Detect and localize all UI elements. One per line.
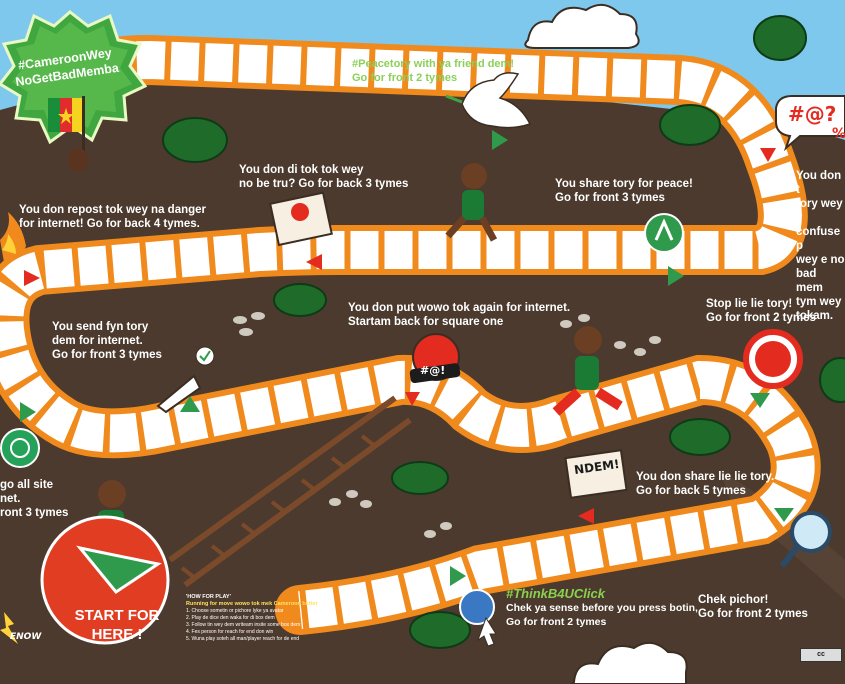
angry-face-text: #@! — [420, 364, 446, 377]
megaphone-icon — [156, 346, 215, 414]
symbols-bubble-text: #@? — [788, 102, 837, 126]
runner-character-icon — [552, 326, 623, 416]
ladder-icon — [168, 395, 412, 588]
peace-hands-icon — [644, 213, 684, 253]
dove-icon — [445, 72, 532, 129]
thumbs-up-icon — [459, 589, 497, 647]
how-to-step: 2. Play de dice den waka for di box dem — [186, 615, 275, 621]
square-share-peace: You share tory for peace!Go for front 3 … — [555, 178, 693, 204]
square-stop-lie: Stop lie lie tory!Go for front 2 tymes — [706, 298, 816, 324]
whatsapp-icon — [0, 428, 40, 468]
think-hashtag: #ThinkB4UClick — [506, 586, 605, 601]
cameroon-flag-icon — [48, 96, 88, 172]
percent-text: % — [832, 126, 845, 142]
cloud-icon — [524, 3, 640, 49]
how-to-play: 'HOW FOR PLAY' Running for move wowo tok… — [186, 594, 396, 643]
stop-hand-icon — [743, 329, 803, 389]
square-check-sense: Chek ya sense before you press botin,Go … — [506, 602, 698, 628]
pebbles-icon — [233, 312, 661, 538]
newspaper-icon — [269, 191, 333, 247]
magnifier-icon — [779, 511, 832, 568]
speech-bubble-icon — [775, 95, 845, 152]
cloud-icon — [570, 641, 688, 684]
bush-icon — [162, 15, 845, 649]
how-to-step: 1. Choose sometin or pichore lyke ya ava… — [186, 608, 284, 614]
logo-bolt-icon — [0, 612, 18, 644]
arrow-icon — [20, 130, 794, 586]
runner-character-icon — [445, 163, 498, 242]
square-peacetory: #Peacetory with ya friend dem!Go for fro… — [352, 58, 514, 84]
square-lie-tory: You don share lie lie tory.Go for back 5… — [636, 471, 775, 497]
square-wowo-tok: You don put wowo tok again for internet.… — [348, 302, 571, 328]
logo-text: ENOW — [10, 632, 42, 642]
how-to-step: 5. Wuna play soteh all man/player reach … — [186, 636, 300, 642]
how-to-step: 4. Fes person for reach for end don win — [186, 629, 274, 635]
angry-face-icon — [409, 333, 461, 384]
how-to-step: 3. Follow tin wey dem writeam insite som… — [186, 622, 301, 628]
square-chek-pichor: Chek pichor!Go for front 2 tymes — [698, 594, 808, 620]
license-badge: cc — [800, 648, 842, 662]
ndem-sign-icon — [564, 449, 628, 499]
arrow-icon — [24, 148, 776, 524]
badge-burst — [0, 10, 148, 145]
start-circle — [40, 515, 170, 645]
fire-icon — [0, 212, 26, 262]
